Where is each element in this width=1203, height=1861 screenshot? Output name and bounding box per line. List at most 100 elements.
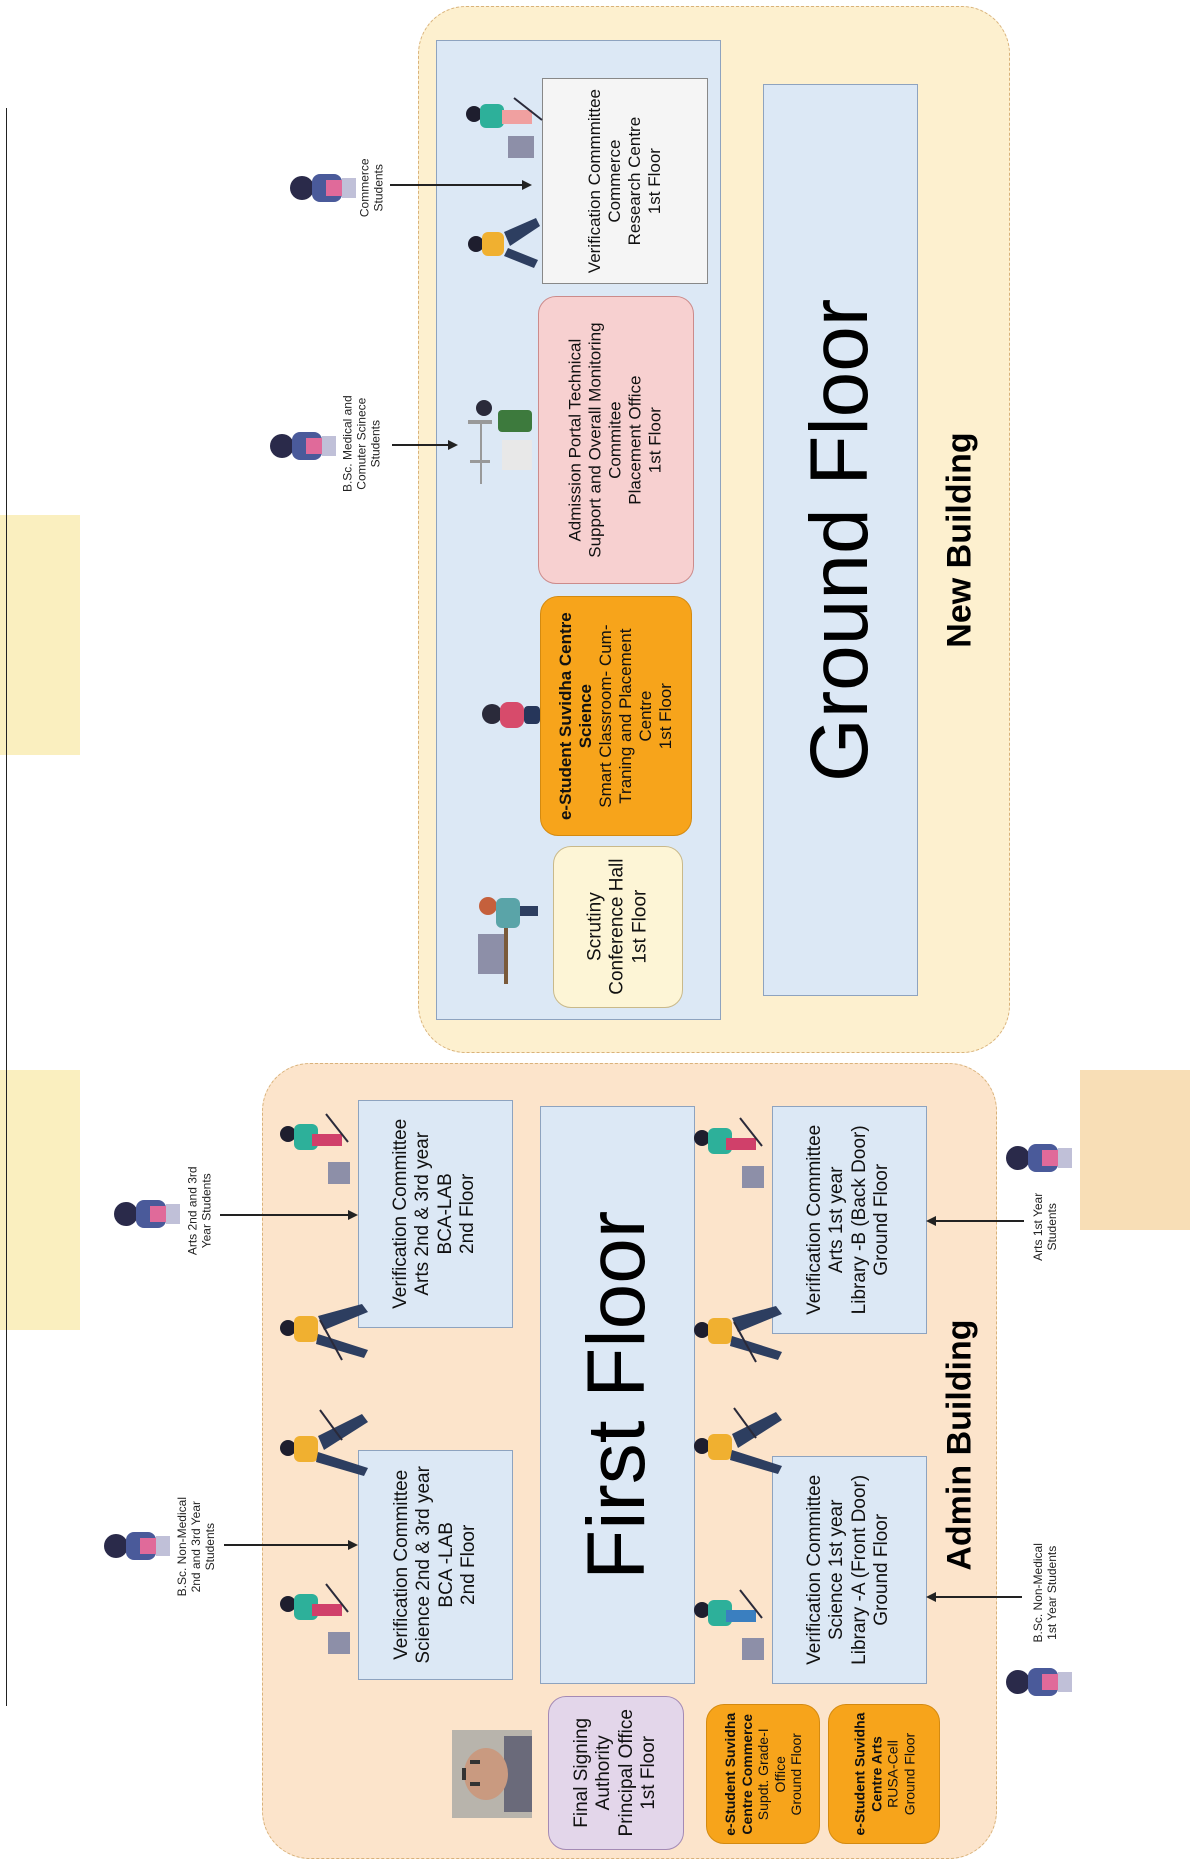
student-label-line: Students: [367, 420, 382, 468]
room-esuvidha-commerce-line: Supdt. Grade-I: [754, 1728, 771, 1820]
student-label-commerce: Commerce Students: [354, 148, 390, 228]
admin-building-label-box: Admin Building: [930, 1290, 990, 1600]
student-label-bsc-medical: B.Sc. Medical and Comuter Scinece Studen…: [336, 384, 388, 504]
room-admission-portal-line: Support and Overall Monitoring: [585, 322, 605, 558]
student-avatar-icon: [1006, 1668, 1072, 1696]
room-vc-science-2-3: Verification Committee Science 2nd & 3rd…: [358, 1450, 513, 1680]
student-label-line: 1st Year Students: [1045, 1545, 1059, 1641]
frame-border-line: [6, 108, 7, 1706]
room-vc-science-1-line: Library -A (Front Door): [849, 1474, 871, 1666]
person-at-computer-icon: [468, 400, 532, 484]
room-vc-science-1: Verification Committee Science 1st year …: [772, 1456, 927, 1684]
arrow-arts-1: [936, 1220, 1024, 1222]
room-esuvidha-arts-line: Ground Floor: [900, 1732, 917, 1816]
room-esuvidha-science-line: 1st Floor: [656, 682, 676, 750]
room-final-signing-line: 1st Floor: [638, 1736, 660, 1810]
student-label-line: Students: [202, 1523, 217, 1571]
new-building-label-box: New Building: [930, 380, 990, 700]
arrow-bsc-nonmed-2-3: [224, 1544, 348, 1546]
ground-floor-panel: Ground Floor: [763, 84, 918, 996]
room-esuvidha-science-line: Traning and Placement: [616, 628, 635, 804]
student-label-bsc-nonmed-1: B.Sc. Non-Medical 1st Year Students: [1024, 1536, 1068, 1650]
principal-photo: [452, 1730, 532, 1818]
ground-floor-label: Ground Floor: [794, 298, 886, 782]
room-esuvidha-science-title: e-Student Suvidha Centre: [555, 612, 575, 820]
room-admission-portal-line: Commitee: [605, 401, 625, 479]
arrowhead-bsc-nonmed-1: [926, 1592, 936, 1602]
student-label-line: B.Sc. Medical and: [340, 395, 355, 493]
room-esuvidha-science-line: Centre: [636, 690, 656, 742]
room-admission-portal-line: Admission Portal Technical: [565, 338, 585, 542]
room-esuvidha-commerce-title: Centre Commerce: [738, 1713, 755, 1835]
student-label-arts-2-3: Arts 2nd and 3rd Year Students: [180, 1156, 220, 1266]
student-label-line: Students: [371, 164, 385, 212]
room-verification-commerce-line: Commerce: [604, 139, 624, 223]
person-sitting-laptop-icon: [280, 1113, 350, 1184]
arrowhead-arts-2-3: [348, 1210, 358, 1220]
student-label-bsc-nonmed-2-3: B.Sc. Non-Medical 2nd and 3rd Year Stude…: [168, 1488, 226, 1606]
room-vc-arts-1-line: Ground Floor: [871, 1164, 893, 1276]
student-avatar-icon: [1006, 1144, 1072, 1172]
room-admission-portal-line: 1st Floor: [646, 406, 666, 474]
first-floor-panel: First Floor: [540, 1106, 695, 1684]
room-vc-arts-1: Verification Committee Arts 1st year Lib…: [772, 1106, 927, 1334]
room-esuvidha-commerce-line: Office: [771, 1755, 788, 1793]
admin-building-label: Admin Building: [940, 1319, 979, 1571]
student-label-line: Students: [1045, 1203, 1060, 1251]
room-vc-arts-1-line: Verification Committee: [804, 1124, 826, 1316]
student-label-line: Year Students: [199, 1173, 214, 1249]
first-floor-label: First Floor: [571, 1210, 663, 1580]
room-scrutiny-line: 1st Floor: [629, 890, 651, 964]
watermark-band-bottom: [0, 1070, 80, 1330]
room-esuvidha-arts-title: e-Student Suvidha: [850, 1712, 867, 1836]
arrow-bsc-nonmed-1: [936, 1596, 1022, 1598]
room-verification-commerce-line: Research Centre: [625, 116, 645, 246]
person-sitting-laptop-icon: [694, 1589, 764, 1660]
room-vc-science-2-3-line: Verification Committee: [390, 1469, 412, 1661]
room-esuvidha-commerce-line: Ground Floor: [787, 1732, 804, 1816]
person-sitting-laptop-icon: [468, 218, 540, 268]
room-verification-commerce-line: 1st Floor: [645, 147, 665, 215]
new-building-label: New Building: [940, 432, 979, 648]
room-final-signing-line: Authority: [593, 1735, 615, 1811]
arrow-arts-2-3: [220, 1214, 348, 1216]
student-label-line: Arts 1st Year: [1031, 1192, 1046, 1262]
room-verification-commerce-line: Verification Commmittee: [584, 88, 604, 274]
room-esuvidha-science-line: Smart Classroom- Cum-: [595, 624, 615, 808]
room-vc-arts-2-3-line: 2nd Floor: [457, 1173, 479, 1255]
room-esuvidha-commerce: e-Student Suvidha Centre Commerce Supdt.…: [706, 1704, 820, 1844]
student-label-line: Comuter Scinece: [354, 397, 369, 491]
room-final-signing: Final Signing Authority Principal Office…: [548, 1696, 684, 1850]
room-esuvidha-arts-line: RUSA-Cell: [884, 1740, 900, 1808]
person-sitting-chair-icon: [466, 97, 543, 158]
room-vc-science-2-3-line: 2nd Floor: [457, 1524, 479, 1606]
person-leaning-back-icon: [694, 1407, 782, 1474]
room-admission-portal-line: Placement Office: [626, 375, 646, 505]
student-avatar-icon: [114, 1200, 180, 1228]
student-avatar-icon: [104, 1532, 170, 1560]
room-vc-science-1-line: Ground Floor: [871, 1514, 893, 1626]
room-vc-arts-2-3-line: Arts 2nd & 3rd year: [413, 1132, 435, 1296]
room-admission-portal: Admission Portal Technical Support and O…: [538, 296, 694, 584]
room-esuvidha-commerce-title: e-Student Suvidha: [721, 1712, 738, 1836]
room-esuvidha-science: e-Student Suvidha Centre Science Smart C…: [540, 596, 692, 836]
room-scrutiny-line: Scrutiny: [584, 892, 606, 962]
room-esuvidha-arts-title: Centre Arts: [867, 1736, 884, 1812]
room-esuvidha-science-title: Science: [575, 683, 595, 749]
student-label-arts-1: Arts 1st Year Students: [1026, 1184, 1066, 1270]
student-label-line: 2nd and 3rd Year: [189, 1501, 204, 1593]
arrowhead-commerce: [522, 180, 532, 190]
room-vc-science-2-3-line: BCA -LAB: [435, 1522, 457, 1608]
person-at-desk-icon: [478, 897, 538, 984]
person-sitting-laptop-icon: [694, 1117, 764, 1188]
room-scrutiny: Scrutiny Conference Hall 1st Floor: [553, 846, 683, 1008]
room-final-signing-line: Final Signing: [571, 1718, 593, 1828]
room-vc-science-1-line: Verification Committee: [804, 1474, 826, 1666]
watermark-band-right: [1080, 1070, 1190, 1230]
room-vc-arts-2-3-line: BCA-LAB: [435, 1173, 457, 1255]
arrowhead-bsc-nonmed-2-3: [348, 1540, 358, 1550]
student-label-line: Arts 2nd and 3rd: [185, 1166, 200, 1256]
room-vc-science-2-3-line: Science 2nd & 3rd year: [413, 1466, 435, 1664]
arrow-commerce: [390, 184, 522, 186]
person-leaning-back-icon: [280, 1304, 368, 1361]
